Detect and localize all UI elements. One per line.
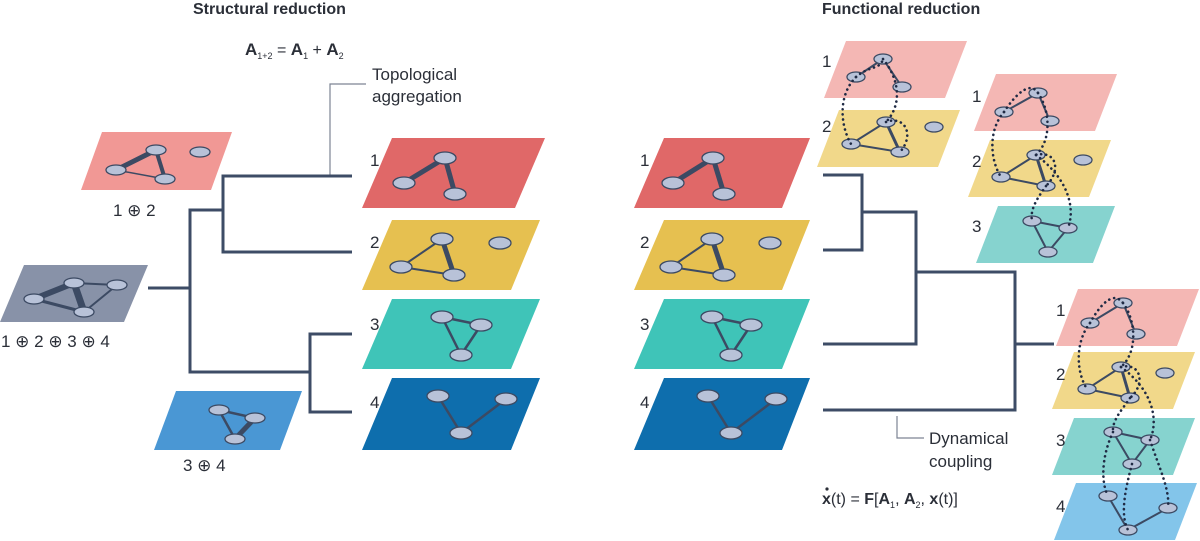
topological-note-line2: aggregation <box>372 87 462 106</box>
functional-equation: x(t) = F[A1, A2, x(t)] <box>822 491 958 510</box>
group-c-label-4: 4 <box>1056 497 1065 516</box>
structural-layer-1 <box>362 138 545 208</box>
dynamical-note-line2: coupling <box>929 452 992 471</box>
topological-leader <box>329 83 366 176</box>
functional-layer-2 <box>634 220 810 290</box>
structural-title: Structural reduction <box>193 1 346 18</box>
topological-note-line1: Topological <box>372 65 457 84</box>
functional-layer-4 <box>634 378 810 450</box>
coupled-group-b <box>968 74 1117 263</box>
functional-layer-3 <box>634 299 810 369</box>
group-c-label-2: 2 <box>1056 365 1065 384</box>
dynamical-note-line1: Dynamical <box>929 429 1008 448</box>
agg-label-1-2-3-4: 1 ⊕ 2 ⊕ 3 ⊕ 4 <box>1 332 110 351</box>
group-c-label-1: 1 <box>1056 301 1065 320</box>
group-a-label-2: 2 <box>822 117 831 136</box>
group-c-label-3: 3 <box>1056 431 1065 450</box>
functional-layer-label-4: 4 <box>640 393 649 412</box>
coupled-group-a <box>817 41 967 167</box>
structural-layer-4 <box>362 378 540 450</box>
structural-layer-label-2: 2 <box>370 233 379 252</box>
functional-layer-label-3: 3 <box>640 315 649 334</box>
group-b-label-2: 2 <box>972 152 981 171</box>
agg-layer-1-4 <box>0 265 148 322</box>
group-b-label-1: 1 <box>972 87 981 106</box>
dynamical-leader <box>896 416 924 439</box>
agg-layer-3-4 <box>154 391 302 450</box>
functional-layer-1 <box>634 138 810 208</box>
structural-layer-3 <box>362 299 540 369</box>
agg-layer-1-2 <box>81 132 232 190</box>
structural-equation: A1+2 = A1 + A2 <box>245 40 344 61</box>
functional-layer-label-2: 2 <box>640 233 649 252</box>
group-b-label-3: 3 <box>972 217 981 236</box>
structural-layer-label-4: 4 <box>370 393 379 412</box>
functional-tree <box>823 173 1054 412</box>
dot-accent <box>825 487 829 491</box>
group-a-label-1: 1 <box>822 52 831 71</box>
functional-title: Functional reduction <box>822 1 980 18</box>
structural-tree <box>148 174 352 414</box>
structural-layer-2 <box>362 220 540 290</box>
structural-layer-label-1: 1 <box>370 151 379 170</box>
coupled-group-c <box>1052 289 1199 540</box>
agg-label-1-2: 1 ⊕ 2 <box>113 201 156 220</box>
functional-layer-label-1: 1 <box>640 151 649 170</box>
structural-layer-label-3: 3 <box>370 315 379 334</box>
agg-label-3-4: 3 ⊕ 4 <box>183 456 226 475</box>
